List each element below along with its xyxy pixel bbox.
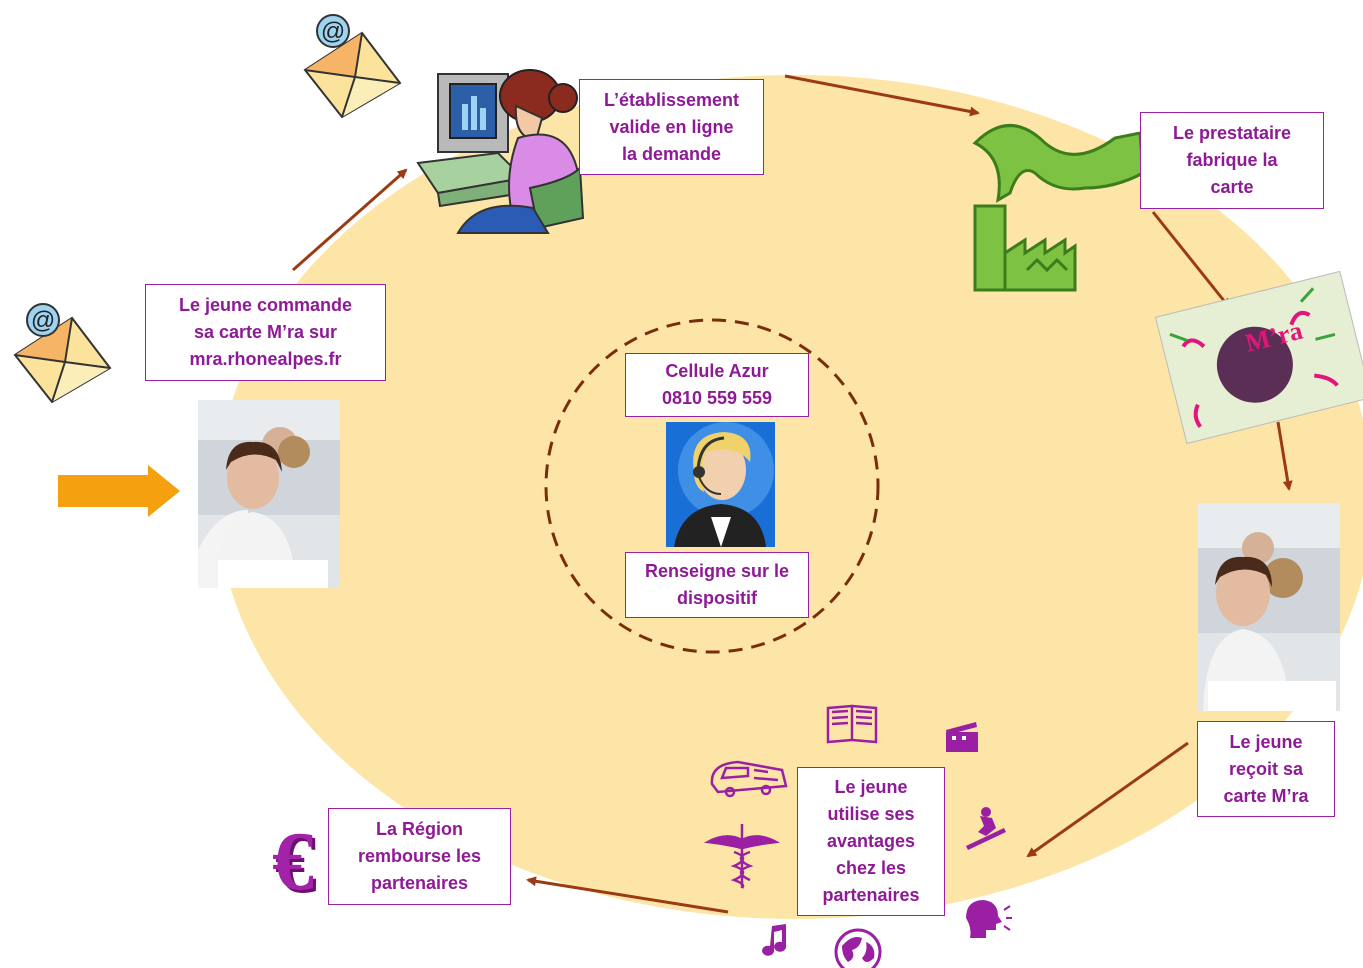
snowboard-icon [966,807,1006,850]
step-receive-box: Le jeune reçoit sa carte M’ra [1197,721,1335,817]
arrow-manufacture-to-card [1151,211,1231,309]
step-order-box: Le jeune commande sa carte M’ra sur mra.… [145,284,386,381]
center-caption-box: Renseigne sur le dispositif [625,552,809,618]
book-icon [826,704,878,744]
center-title-box: Cellule Azur 0810 559 559 [625,353,809,417]
center-caption-text: Renseigne sur le dispositif [644,561,790,608]
info-circle [544,318,880,654]
step-use-box: Le jeune utilise ses avantages chez les … [797,767,945,916]
factory-icon [972,124,1145,292]
arrow-validate-to-manufacture [784,74,980,117]
step-manufacture-text: Le prestataire fabrique la carte [1172,123,1292,197]
student-photo [1198,503,1340,711]
step-refund-text: La Région rembourse les partenaires [357,819,482,893]
music-note-icon [762,924,787,956]
arrow-receive-to-use [1026,741,1189,858]
step-order-text: Le jeune commande sa carte M’ra sur mra.… [178,295,353,369]
svg-text:@: @ [321,18,345,45]
cycle-ellipse [217,75,1363,919]
mra-card-image [1154,270,1363,445]
computer-user-icon [416,69,585,234]
student-photo [198,400,340,588]
arrow-use-to-refund [526,876,729,914]
step-use-text: Le jeune utilise ses avantages chez les … [822,777,920,905]
caduceus-icon [703,824,781,889]
step-receive-text: Le jeune reçoit sa carte M’ra [1223,731,1309,806]
clapperboard-icon [946,722,978,752]
email-icon: @ [13,303,112,404]
email-icon: @ [303,14,402,119]
operator-headset-icon [666,422,775,547]
step-manufacture-box: Le prestataire fabrique la carte [1140,112,1324,209]
entry-arrow-icon [58,465,180,517]
arrow-card-to-receive [1276,421,1293,491]
speaking-head-icon [966,900,1012,938]
arrow-order-to-validate [292,168,408,272]
train-icon [710,760,788,798]
euro-icon: € [272,815,314,908]
globe-icon [834,928,882,968]
step-validate-box: L’établissement valide en ligne la deman… [579,79,764,175]
svg-text:@: @ [31,307,55,334]
center-title-text: Cellule Azur 0810 559 559 [661,361,773,408]
step-refund-box: La Région rembourse les partenaires [328,808,511,905]
step-validate-text: L’établissement valide en ligne la deman… [603,89,740,164]
